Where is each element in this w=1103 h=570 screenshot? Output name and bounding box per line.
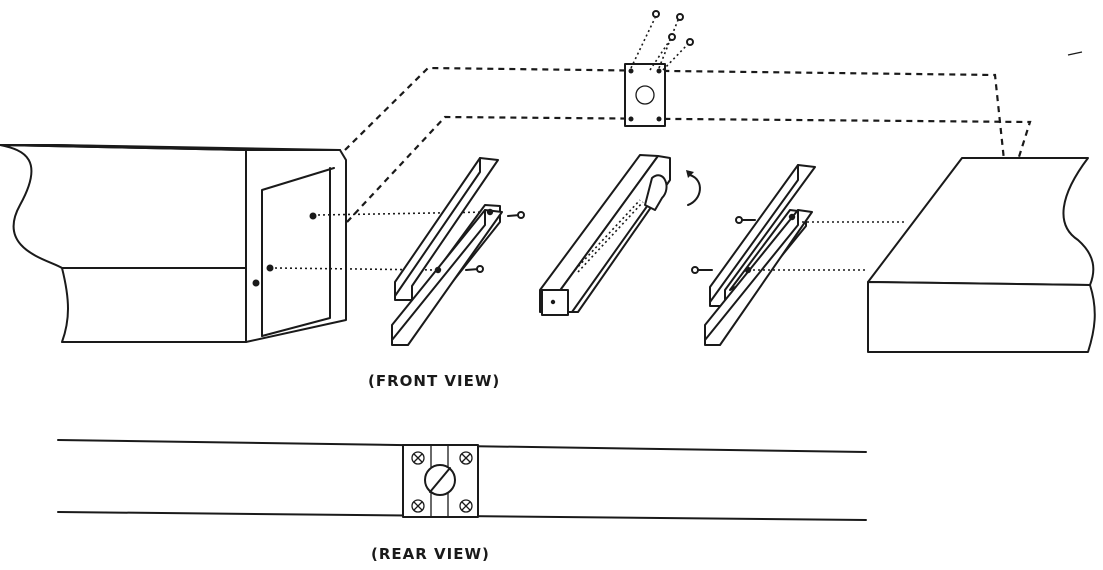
left-mounting-rail <box>391 157 503 346</box>
right-mounting-rail <box>704 164 816 346</box>
front-view-caption: (FRONT VIEW) <box>368 372 501 390</box>
dashed-wire-paths <box>344 66 1032 223</box>
rear-view-assembly <box>57 439 867 521</box>
alignment-line-left-upper <box>317 211 491 216</box>
rear-view-caption: (REAR VIEW) <box>371 545 490 563</box>
rear-screw-icons <box>411 451 473 513</box>
rotate-arrow-icon <box>686 170 701 206</box>
screw-left-upper-icon <box>507 211 525 219</box>
stray-mark <box>1067 51 1083 56</box>
right-door-frame <box>867 157 1096 353</box>
screw-right-upper-icon <box>735 216 756 224</box>
screw-left-lower-icon <box>465 265 484 273</box>
strike-lock-body <box>539 154 671 316</box>
junction-plate <box>624 63 666 127</box>
screw-right-lower-icon <box>691 266 713 274</box>
left-door-frame <box>0 144 347 343</box>
plate-screws-icon <box>630 10 694 71</box>
